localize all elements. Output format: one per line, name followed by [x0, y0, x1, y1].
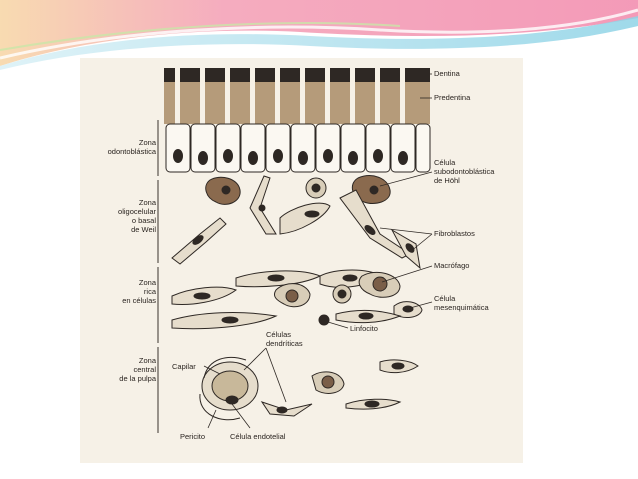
label-capilar: Capilar [172, 362, 196, 371]
label-hohl-line2: subodontoblástica [434, 167, 495, 176]
label-pericito: Pericito [180, 432, 206, 441]
label-endothelial-cell: Célula endotelial [230, 432, 286, 441]
predentin-layer [164, 82, 430, 124]
label-dentina: Dentina [434, 69, 460, 78]
label-hohl-line3: de Höhl [434, 176, 460, 185]
zone-odontoblastic-line1: Zona [138, 138, 156, 147]
zone-cell-rich-line3: en células [122, 296, 156, 305]
zone-weil-label: Zona oligocelular o basal de Weil [84, 198, 156, 234]
dentin-layer [164, 68, 430, 82]
zone-weil-line2: oligocelular [118, 207, 156, 216]
decorative-banner [0, 0, 638, 70]
label-mesenchymal-cell: Célula mesenquimática [434, 294, 489, 312]
label-linfocito: Linfocito [350, 324, 378, 333]
zone-weil-line3: o basal [131, 216, 156, 225]
label-dendritic-cells: Células dendríticas [266, 330, 303, 348]
zone-central-line3: de la pulpa [119, 374, 156, 383]
leader-lines [203, 73, 433, 429]
zone-central-label: Zona central de la pulpa [84, 356, 156, 383]
fibroblasts-weil [171, 175, 421, 270]
label-fibroblastos: Fibroblastos [434, 229, 475, 238]
pulp-illustration [157, 68, 433, 433]
zone-cell-rich-label: Zona rica en células [84, 278, 156, 305]
label-dendritic-line2: dendríticas [266, 339, 303, 348]
zone-central-line1: Zona [138, 356, 156, 365]
label-mesenchymal-line1: Célula [434, 294, 456, 303]
central-pulp [199, 356, 419, 421]
zone-weil-line4: de Weil [131, 225, 156, 234]
dental-pulp-figure: Zona odontoblástica Zona oligocelular o … [80, 58, 523, 463]
label-hohl-cell: Célula subodontoblástica de Höhl [434, 158, 494, 185]
zone-odontoblastic-line2: odontoblástica [107, 147, 156, 156]
zone-cell-rich-line2: rica [143, 287, 156, 296]
odontoblast-processes [175, 68, 405, 124]
hohl-cells [205, 175, 391, 205]
label-macrofago: Macrófago [434, 261, 470, 270]
odontoblast-row [165, 123, 431, 173]
zone-central-line2: central [133, 365, 156, 374]
zone-odontoblastic-label: Zona odontoblástica [84, 138, 156, 156]
odontoblast-nuclei [173, 149, 408, 165]
zone-weil-line1: Zona [138, 198, 156, 207]
label-mesenchymal-line2: mesenquimática [434, 303, 489, 312]
label-hohl-line1: Célula [434, 158, 456, 167]
label-predentina: Predentina [434, 93, 471, 102]
cell-rich-zone [171, 269, 423, 330]
label-dendritic-line1: Células [266, 330, 292, 339]
zone-cell-rich-line1: Zona [138, 278, 156, 287]
